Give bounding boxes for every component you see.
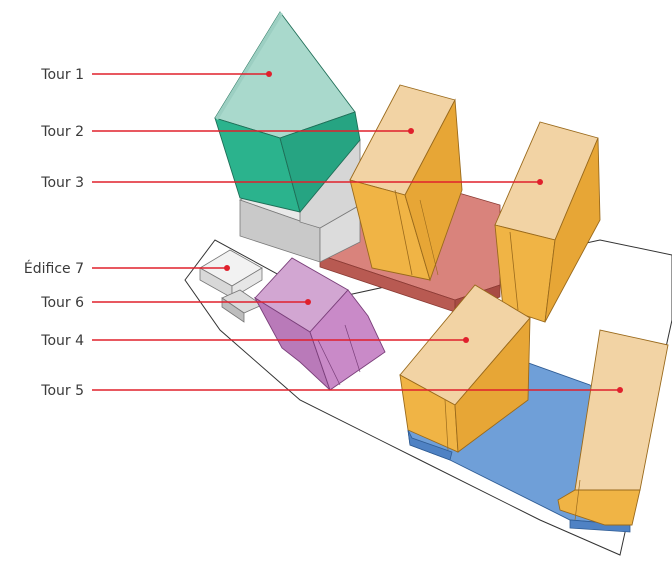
edifice-7-building bbox=[199, 249, 263, 323]
label-tour-5: Tour 5 bbox=[40, 383, 84, 399]
tour-5-building bbox=[557, 329, 669, 526]
label-tour-2: Tour 2 bbox=[40, 124, 84, 140]
label-tour-3: Tour 3 bbox=[40, 175, 84, 191]
tour-1-building bbox=[214, 11, 361, 213]
label-tour-1: Tour 1 bbox=[40, 67, 84, 83]
label-tour-4: Tour 4 bbox=[40, 333, 84, 349]
tour-2-building bbox=[349, 84, 463, 282]
dot-tour-4 bbox=[463, 337, 469, 343]
dot-edifice-7 bbox=[224, 265, 230, 271]
dot-tour-6 bbox=[305, 299, 311, 305]
tour-4-building bbox=[399, 284, 531, 453]
dot-tour-3 bbox=[537, 179, 543, 185]
dot-tour-1 bbox=[266, 71, 272, 77]
dot-tour-2 bbox=[408, 128, 414, 134]
tour-3-building bbox=[494, 121, 601, 323]
leader-lines bbox=[92, 73, 619, 391]
label-edifice-7: Édifice 7 bbox=[24, 260, 84, 277]
label-tour-6: Tour 6 bbox=[40, 295, 84, 311]
leader-dots bbox=[224, 71, 623, 393]
dot-tour-5 bbox=[617, 387, 623, 393]
